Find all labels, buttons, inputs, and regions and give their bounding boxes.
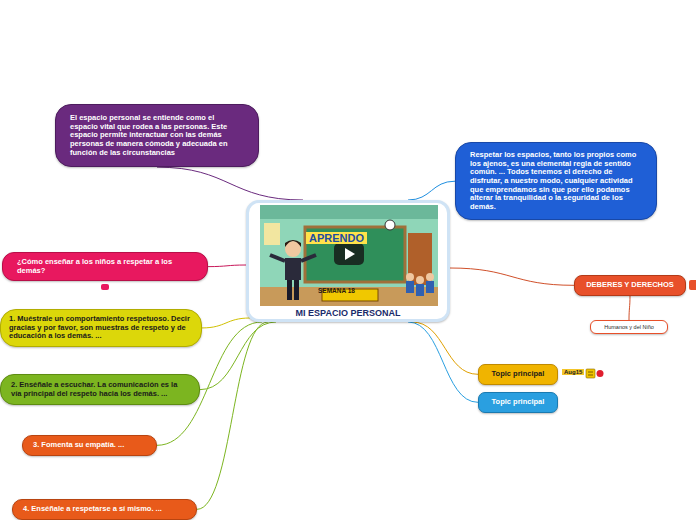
note-icon bbox=[586, 369, 595, 378]
topic-text: Topic principal bbox=[485, 370, 551, 379]
branch-connector bbox=[408, 322, 478, 402]
topic-box: 4. Enséñale a respetarse a sí mismo. ... bbox=[12, 499, 197, 520]
topic-box: 1. Muéstrale un comportamiento respetuos… bbox=[0, 309, 202, 347]
flag-icon bbox=[597, 370, 604, 377]
collapse-marker bbox=[101, 284, 109, 290]
topic-box: El espacio personal se entiende como el … bbox=[55, 104, 259, 167]
topic-box: 2. Enséñale a escuchar. La comunicación … bbox=[0, 374, 200, 405]
branch-connector bbox=[629, 296, 630, 320]
branch-connector bbox=[197, 322, 268, 509]
date-tag: Aug15 bbox=[562, 369, 584, 375]
board-title: APRENDO bbox=[306, 232, 367, 244]
collapse-marker bbox=[689, 280, 696, 290]
topic-text: ¿Cómo enseñar a los niños a respetar a l… bbox=[17, 258, 193, 275]
week-label: SEMANA 18 bbox=[318, 287, 355, 294]
branch-connector bbox=[450, 268, 574, 285]
topic-text: 4. Enséñale a respetarse a sí mismo. ... bbox=[23, 505, 186, 514]
topic-text: El espacio personal se entiende como el … bbox=[70, 114, 244, 157]
branch-connector bbox=[157, 167, 303, 200]
topic-text: DEBERES Y DERECHOS bbox=[581, 281, 679, 290]
topic-text: 2. Enséñale a escuchar. La comunicación … bbox=[11, 381, 189, 398]
central-title: MI ESPACIO PERSONAL bbox=[249, 308, 447, 318]
topic-text: Humanos y del Niño bbox=[595, 324, 663, 330]
topic-text: Respetar los espacios, tanto los propios… bbox=[470, 151, 642, 211]
branch-connector bbox=[202, 318, 250, 328]
topic-box: Topic principal bbox=[478, 392, 558, 413]
topic-box: 3. Fomenta su empatía. ... bbox=[22, 435, 157, 456]
branch-connector bbox=[208, 265, 246, 267]
branch-connector bbox=[408, 181, 455, 200]
topic-text: 3. Fomenta su empatía. ... bbox=[33, 441, 146, 450]
topic-box: DEBERES Y DERECHOS bbox=[574, 275, 686, 296]
topic-box: Topic principal bbox=[478, 364, 558, 385]
central-topic: MI ESPACIO PERSONAL bbox=[246, 200, 450, 322]
topic-text: 1. Muéstrale un comportamiento respetuos… bbox=[9, 315, 193, 341]
topic-text: Topic principal bbox=[485, 398, 551, 407]
topic-box: Respetar los espacios, tanto los propios… bbox=[455, 142, 657, 220]
topic-box: Humanos y del Niño bbox=[590, 320, 668, 334]
topic-box: ¿Cómo enseñar a los niños a respetar a l… bbox=[2, 252, 208, 281]
